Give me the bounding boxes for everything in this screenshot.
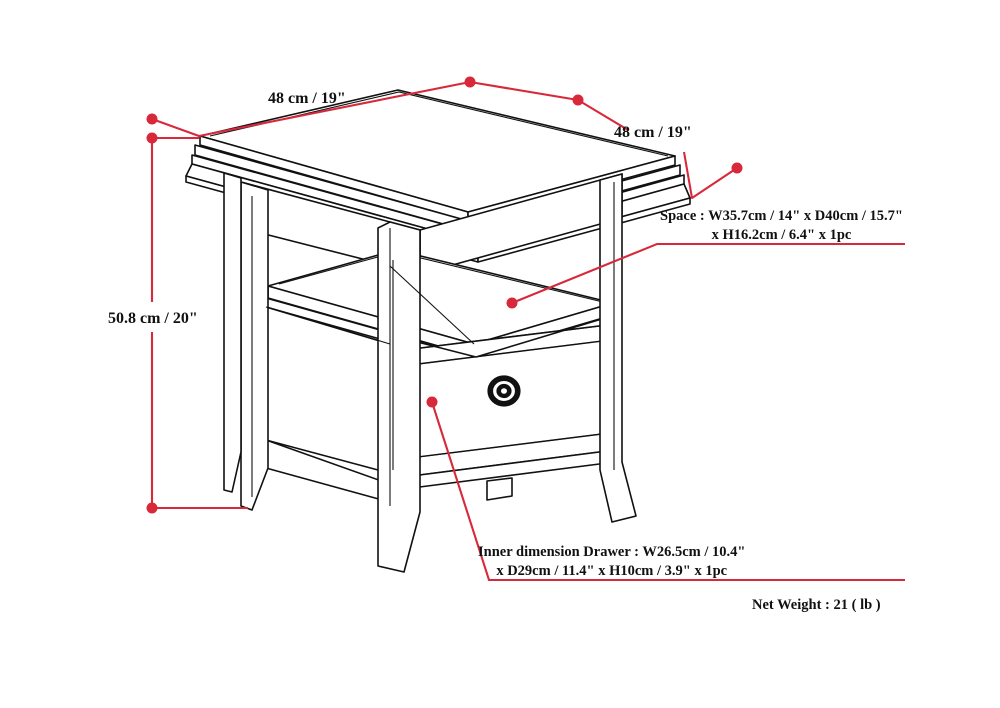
- legs-group: [223, 172, 637, 573]
- drawer-stop-tab: [486, 477, 513, 501]
- dimension-label-right-depth: 48 cm / 19": [614, 124, 692, 141]
- dimension-label-top-width: 48 cm / 19": [268, 90, 346, 107]
- dimension-right-depth-dot-mid: [572, 94, 584, 106]
- annotation-space-line2: x H16.2cm / 6.4" x 1pc: [711, 226, 852, 243]
- leader-space-dot: [506, 297, 518, 309]
- dimension-height-dot-bottom: [146, 502, 158, 514]
- dimension-label-height: 50.8 cm / 20": [108, 310, 198, 327]
- dimension-right-depth-dot-right: [731, 162, 743, 174]
- drawer-knob-hole: [501, 388, 507, 394]
- annotation-drawer: Inner dimension Drawer : W26.5cm / 10.4"…: [478, 543, 745, 581]
- annotation-drawer-line1: Inner dimension Drawer : W26.5cm / 10.4": [478, 544, 746, 560]
- leader-space-line: [511, 242, 905, 304]
- dimension-right-depth-line-lower: [682, 151, 738, 200]
- leg-right: [599, 173, 637, 523]
- annotation-space-line1: Space : W35.7cm / 14" x D40cm / 15.7": [660, 208, 903, 224]
- leader-drawer: [426, 396, 905, 582]
- annotation-drawer-line2: x D29cm / 11.4" x H10cm / 3.9" x 1pc: [496, 562, 728, 579]
- shelf-underside-line: [265, 306, 391, 345]
- leader-space: [506, 242, 905, 309]
- leg-front-left: [240, 181, 269, 511]
- annotation-space: Space : W35.7cm / 14" x D40cm / 15.7" x …: [660, 207, 903, 245]
- leader-drawer-line: [431, 401, 905, 582]
- leg-front-center: [377, 221, 421, 573]
- dimension-height: [146, 132, 248, 514]
- dimension-height-dot-top: [146, 132, 158, 144]
- leg-back-left: [223, 172, 242, 493]
- dimension-right-depth: [469, 80, 743, 200]
- dimension-top-width-line: [151, 80, 471, 138]
- inner-back-panel-line: [389, 265, 475, 345]
- annotation-net-weight: Net Weight : 21 ( lb ): [752, 597, 881, 613]
- dimension-top-width-dot-left: [146, 113, 158, 125]
- knob-group: [487, 375, 521, 407]
- leader-drawer-dot: [426, 396, 438, 408]
